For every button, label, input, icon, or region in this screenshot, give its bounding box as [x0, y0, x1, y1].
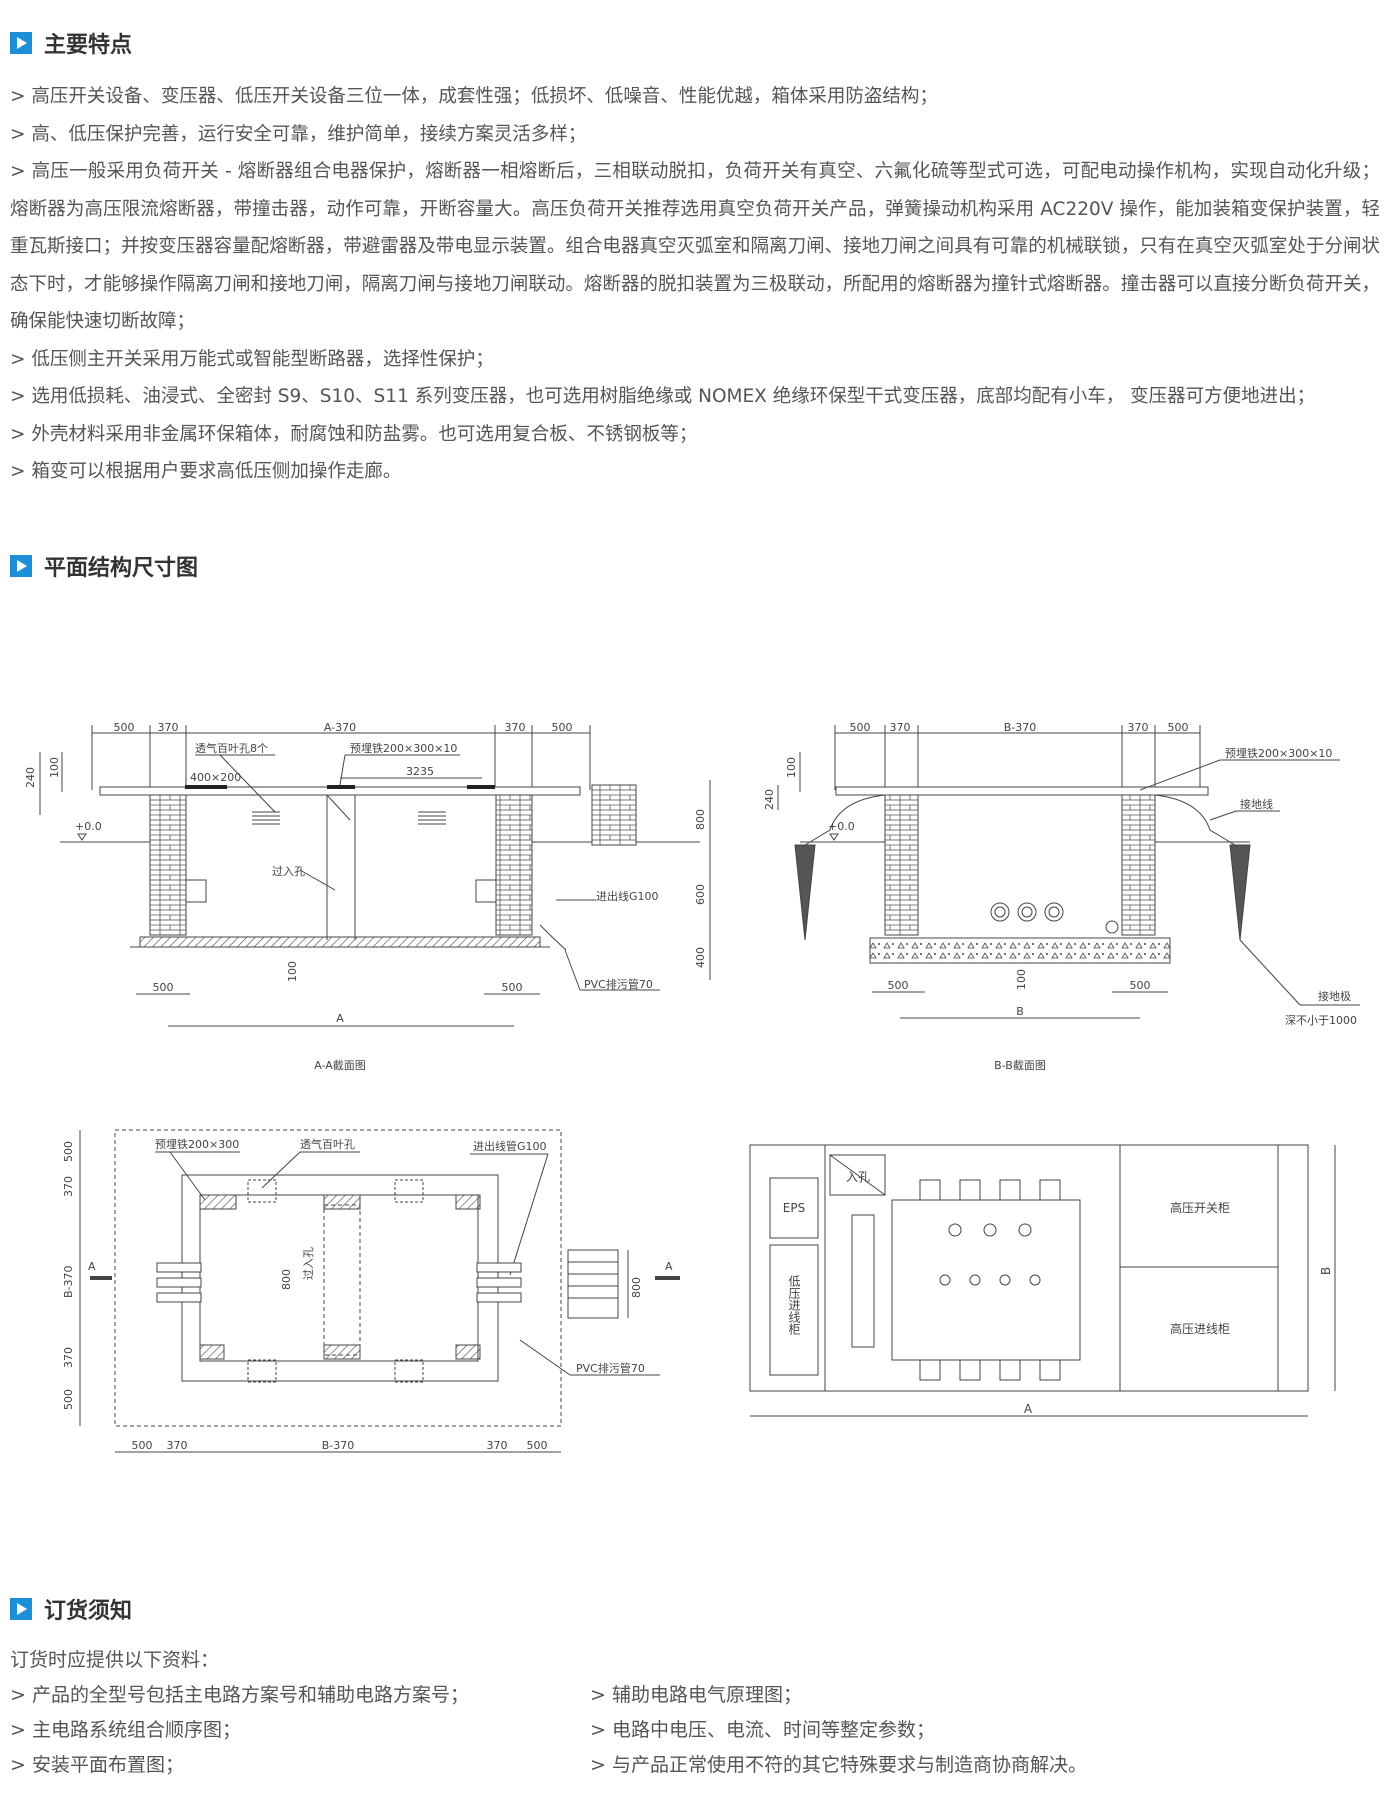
order-item: > 产品的全型号包括主电路方案号和辅助电路方案号；: [10, 1684, 469, 1706]
dim-a: A: [1024, 1402, 1033, 1416]
section-heading-drawing: 平面结构尺寸图: [10, 550, 198, 582]
dim-800: 800: [280, 1269, 293, 1290]
label-louver: 透气百叶孔8个: [195, 741, 268, 755]
section-title: 订货须知: [44, 1599, 133, 1624]
dim-500: 500: [62, 1389, 75, 1410]
dim-370: 370: [505, 721, 526, 734]
dim-500: 500: [114, 721, 135, 734]
dim-b: B: [1319, 1267, 1333, 1275]
section-title: 平面结构尺寸图: [44, 556, 199, 581]
play-arrow-icon: [10, 1598, 32, 1620]
dim-240: 240: [24, 767, 37, 788]
dim-370: 370: [167, 1439, 188, 1452]
label-pvc-pipe: PVC排污管70: [576, 1361, 645, 1375]
label-zero-level: +0.0: [75, 820, 102, 833]
label-ground-wire: 接地线: [1240, 797, 1273, 811]
dim-370: 370: [62, 1347, 75, 1368]
louver-icon: [252, 811, 446, 825]
section-bb: 500 370 B-370 370 500 预埋铁200×300×10 接地线 …: [763, 721, 1360, 1072]
dim-b: B: [1016, 1005, 1024, 1018]
dim-500: 500: [62, 1141, 75, 1162]
dim-a: A: [336, 1012, 344, 1025]
play-arrow-icon: [10, 32, 32, 54]
label-inlet-pipe: 进出线G100: [596, 889, 659, 903]
dim-b-370: B-370: [1004, 721, 1037, 734]
feature-item: > 低压侧主开关采用万能式或智能型断路器，选择性保护；: [10, 348, 494, 370]
order-item: > 安装平面布置图；: [10, 1754, 184, 1776]
dim-100: 100: [48, 757, 61, 778]
dim-370: 370: [62, 1176, 75, 1197]
label-access-hole: 过入孔: [302, 1247, 315, 1280]
dim-370: 370: [890, 721, 911, 734]
dim-500: 500: [132, 1439, 153, 1452]
dimension-drawing: 500 370 A-370 370 500 500 370 A-370 370 …: [24, 721, 1360, 1453]
dim-800: 800: [630, 1277, 643, 1298]
order-item: > 辅助电路电气原理图；: [590, 1684, 802, 1706]
label-eps: EPS: [783, 1201, 805, 1215]
play-arrow-icon: [10, 555, 32, 577]
dim-400x200: 400×200: [190, 771, 241, 784]
dim-100: 100: [785, 757, 798, 778]
section-title: 主要特点: [44, 33, 133, 58]
feature-item: > 高压开关设备、变压器、低压开关设备三位一体，成套性强；低损坏、低噪音、性能优…: [10, 86, 938, 107]
marker-a: A: [665, 1260, 673, 1273]
dim-500: 500: [502, 981, 523, 994]
feature-item: > 高压一般采用负荷开关 - 熔断器组合电器保护，熔断器一相熔断后，三相联动脱扣…: [10, 161, 1380, 332]
label-entry-hole: 入孔: [846, 1170, 870, 1184]
dim-500: 500: [1168, 721, 1189, 734]
dim-370: 370: [1128, 721, 1149, 734]
section-heading-features: 主要特点: [10, 27, 132, 59]
feature-item: > 外壳材料采用非金属环保箱体，耐腐蚀和防盐雾。也可选用复合板、不锈钢板等；: [10, 423, 698, 445]
dim-500: 500: [850, 721, 871, 734]
dim-240: 240: [763, 789, 776, 810]
label-ground-depth: 深不小于1000: [1285, 1014, 1357, 1027]
order-item: > 与产品正常使用不符的其它特殊要求与制造商协商解决。: [590, 1754, 1087, 1776]
equipment-layout: EPS 低压进线柜 入孔 高压开关柜 高压进线柜 A B: [749, 1144, 1336, 1417]
dim-800: 800: [694, 809, 707, 830]
label-inlet-pipe: 进出线管G100: [473, 1139, 547, 1153]
dim-b-370: B-370: [322, 1439, 355, 1452]
dim-100: 100: [1015, 969, 1028, 990]
caption-aa: A-A截面图: [314, 1058, 366, 1072]
label-louver: 透气百叶孔: [300, 1137, 355, 1151]
dim-400: 400: [694, 947, 707, 968]
section-heading-order: 订货须知: [10, 1593, 132, 1625]
label-embed-iron: 预埋铁200×300×10: [1225, 747, 1332, 760]
dim-500: 500: [888, 979, 909, 992]
label-embed-iron: 预埋铁200×300: [155, 1138, 239, 1151]
marker-a: A: [88, 1260, 96, 1273]
dim-600: 600: [694, 884, 707, 905]
plan-view: 预埋铁200×300 透气百叶孔 进出线管G100 过入孔 800 800 A …: [62, 1129, 680, 1453]
label-lv-cabinet: 低压进线柜: [787, 1275, 801, 1335]
feature-item: > 箱变可以根据用户要求高低压侧加操作走廊。: [10, 461, 402, 482]
label-embed-iron: 预埋铁200×300×10: [350, 742, 457, 755]
order-intro: 订货时应提供以下资料：: [10, 1649, 220, 1671]
dim-b-370: B-370: [62, 1265, 75, 1298]
feature-item: > 高、低压保护完善，运行安全可靠，维护简单，接续方案灵活多样；: [10, 123, 587, 145]
dim-500: 500: [153, 981, 174, 994]
dim-370: 370: [487, 1439, 508, 1452]
dim-500: 500: [1130, 979, 1151, 992]
feature-item: > 选用低损耗、油浸式、全密封 S9、S10、S11 系列变压器，也可选用树脂绝…: [10, 386, 1316, 407]
label-access-hole: 过入孔: [272, 865, 305, 878]
dim-370: 370: [158, 721, 179, 734]
order-list-right: > 辅助电路电气原理图； > 电路中电压、电流、时间等整定参数； > 与产品正常…: [590, 1678, 1087, 1783]
order-item: > 电路中电压、电流、时间等整定参数；: [590, 1719, 935, 1741]
dim-3235: 3235: [406, 765, 434, 778]
caption-bb: B-B截面图: [994, 1058, 1046, 1072]
feature-list: > 高压开关设备、变压器、低压开关设备三位一体，成套性强；低损坏、低噪音、性能优…: [10, 78, 1380, 491]
label-ground-pole: 接地极: [1318, 989, 1351, 1003]
dim-100: 100: [286, 961, 299, 982]
order-item: > 主电路系统组合顺序图；: [10, 1719, 241, 1741]
label-hv-inlet-cabinet: 高压进线柜: [1170, 1321, 1230, 1336]
label-zero-level: +0.0: [828, 820, 855, 833]
order-list-left: > 产品的全型号包括主电路方案号和辅助电路方案号； > 主电路系统组合顺序图； …: [10, 1678, 469, 1783]
dim-500: 500: [527, 1439, 548, 1452]
label-hv-switch-cabinet: 高压开关柜: [1170, 1200, 1230, 1215]
dim-500: 500: [552, 721, 573, 734]
label-pvc-pipe: PVC排污管70: [584, 977, 653, 991]
dim-a-370: A-370: [324, 721, 356, 734]
